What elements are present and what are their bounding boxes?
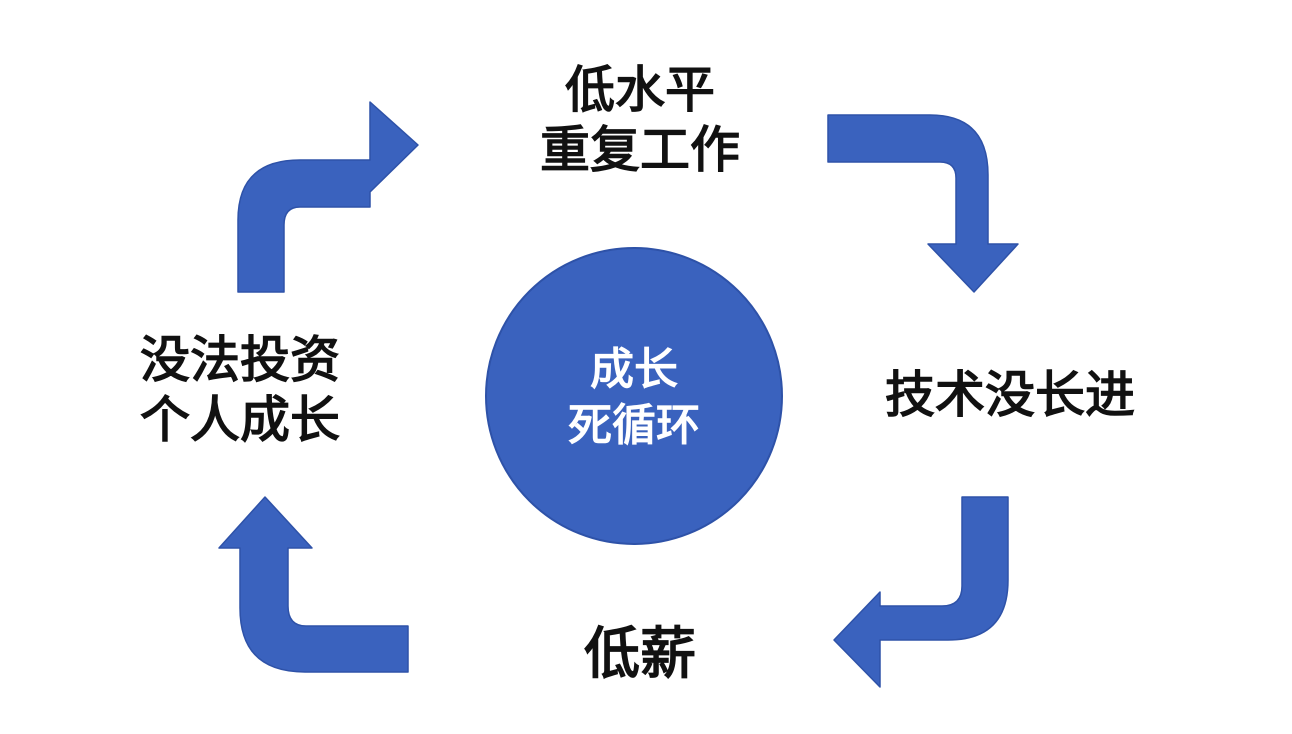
center-label: 成长 死循环: [484, 342, 784, 454]
node-bottom-label: 低薪: [560, 625, 720, 685]
center-label-line2: 死循环: [568, 400, 700, 451]
node-right-line1: 技术没长进: [885, 366, 1135, 424]
node-bottom-line1: 低薪: [584, 622, 696, 687]
arrow-bottom-to-left: [218, 496, 409, 673]
arrow-right-to-bottom: [833, 496, 1009, 688]
node-left-line1: 没法投资: [140, 331, 340, 389]
node-right-label: 技术没长进: [860, 365, 1160, 425]
node-top-line2: 重复工作: [540, 121, 740, 179]
node-left-line2: 个人成长: [140, 391, 340, 449]
node-top-line1: 低水平: [565, 61, 715, 119]
center-circle: [485, 247, 783, 545]
node-top-label: 低水平 重复工作: [480, 60, 800, 180]
arrow-top-to-right: [827, 114, 1019, 293]
center-label-line1: 成长: [590, 344, 678, 395]
node-left-label: 没法投资 个人成长: [100, 330, 380, 450]
arrow-left-to-top: [237, 101, 419, 293]
